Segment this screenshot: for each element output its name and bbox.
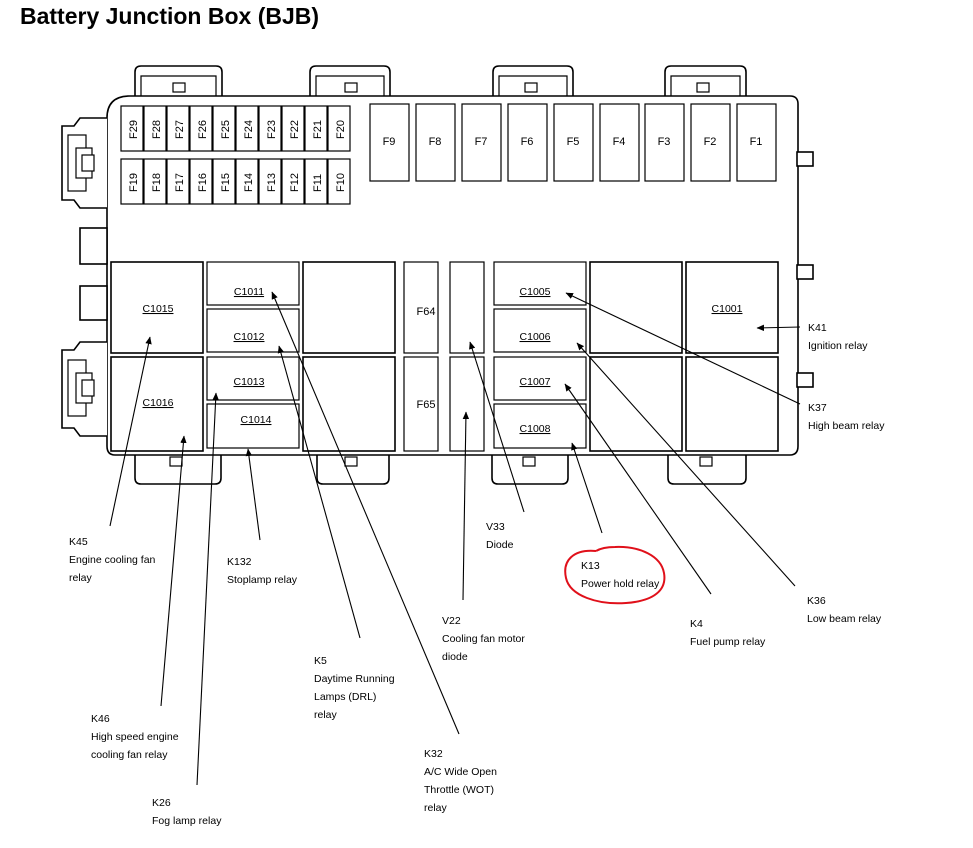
fuse-f23: F23: [266, 120, 278, 139]
fuse-f8: F8: [429, 136, 442, 148]
leader-k26: [196, 392, 219, 786]
callout-k32: K32 A/C Wide Open Throttle (WOT) relay: [424, 748, 500, 814]
leader-k41: [756, 324, 801, 332]
left-side-connector-bottom: [61, 341, 107, 437]
leader-k46: [160, 435, 187, 707]
connector-c1014: C1014: [241, 414, 272, 426]
fuse-f15: F15: [220, 173, 232, 192]
leader-k32: [271, 291, 460, 735]
fuse-f27: F27: [174, 120, 186, 139]
callout-k132: K132 Stoplamp relay: [227, 556, 298, 586]
fuse-f1: F1: [750, 136, 763, 148]
fuse-f17: F17: [174, 173, 186, 192]
connector-c1015: C1015: [143, 303, 174, 315]
highlight-circle: [564, 545, 666, 605]
leader-k132: [245, 448, 261, 541]
fuse-f22: F22: [289, 120, 301, 139]
relay-blocks: [110, 261, 779, 452]
leader-k45: [109, 336, 152, 527]
leader-k4: [564, 383, 712, 595]
callout-k46: K46 High speed engine cooling fan relay: [91, 713, 182, 761]
fuse-f13: F13: [266, 173, 278, 192]
callout-k5: K5 Daytime Running Lamps (DRL) relay: [314, 655, 397, 721]
leader-lines: [109, 291, 801, 786]
left-side-connector-top: [61, 117, 107, 209]
leader-v33: [469, 341, 525, 513]
connector-c1001: C1001: [712, 303, 743, 315]
connector-c1013: C1013: [234, 376, 265, 388]
connector-c1016: C1016: [143, 397, 174, 409]
fuse-f9: F9: [383, 136, 396, 148]
leader-k37: [565, 292, 801, 405]
fuse-f24: F24: [243, 120, 255, 139]
callout-v33: V33 Diode: [486, 521, 514, 551]
fuse-f19: F19: [128, 173, 140, 192]
fuse-f18: F18: [151, 173, 163, 192]
fuse-f2: F2: [704, 136, 717, 148]
fuse-f5: F5: [567, 136, 580, 148]
fuse-f4: F4: [613, 136, 626, 148]
fuse-f7: F7: [475, 136, 488, 148]
callout-k41: K41 Ignition relay: [808, 322, 868, 352]
fuse-f6: F6: [521, 136, 534, 148]
fuse-f21: F21: [312, 120, 324, 139]
leader-k5: [277, 345, 361, 639]
fuse-f65: F65: [417, 399, 436, 411]
mount-tabs-top: [134, 65, 747, 96]
fuse-f29: F29: [128, 120, 140, 139]
fuse-f26: F26: [197, 120, 209, 139]
fuse-f11: F11: [312, 174, 324, 192]
small-fuse-row-bottom: F19 F18 F17 F16 F15 F14 F13 F12 F11 F10: [120, 158, 351, 205]
connector-c1005: C1005: [520, 286, 551, 298]
fuse-f16: F16: [197, 173, 209, 192]
fuse-f25: F25: [220, 120, 232, 139]
callout-k13: K13 Power hold relay: [581, 560, 660, 590]
fuse-f64: F64: [417, 306, 436, 318]
side-tabs-right: [796, 151, 814, 388]
mount-tabs-bottom: [134, 455, 747, 485]
large-fuse-row: F9 F8 F7 F6 F5 F4 F3 F2 F1: [369, 103, 777, 182]
fuse-f3: F3: [658, 136, 671, 148]
connector-c1011: C1011: [234, 286, 264, 298]
left-side-block-1: [79, 227, 108, 265]
fuse-f12: F12: [289, 173, 301, 192]
small-fuse-row-top: F29 F28 F27 F26 F25 F24 F23 F22 F21 F20: [120, 105, 351, 152]
fuse-f20: F20: [335, 120, 347, 139]
leader-v22: [462, 411, 470, 601]
connector-c1007: C1007: [520, 376, 551, 388]
callout-k36: K36 Low beam relay: [807, 595, 882, 625]
page-title: Battery Junction Box (BJB): [20, 3, 320, 29]
connector-c1006: C1006: [520, 331, 551, 343]
leader-k13: [571, 442, 603, 534]
connector-c1012: C1012: [234, 331, 265, 343]
callout-k37: K37 High beam relay: [808, 402, 885, 432]
connector-c1008: C1008: [520, 423, 551, 435]
callout-k26: K26 Fog lamp relay: [152, 797, 222, 827]
fuse-f28: F28: [151, 120, 163, 139]
callout-k45: K45 Engine cooling fan relay: [69, 536, 158, 584]
callout-k4: K4 Fuel pump relay: [690, 618, 766, 648]
fuse-f14: F14: [243, 173, 255, 192]
callout-v22: V22 Cooling fan motor diode: [442, 615, 528, 663]
left-side-block-2: [79, 285, 108, 321]
fuse-f10: F10: [335, 173, 347, 192]
leader-k36: [576, 342, 796, 587]
